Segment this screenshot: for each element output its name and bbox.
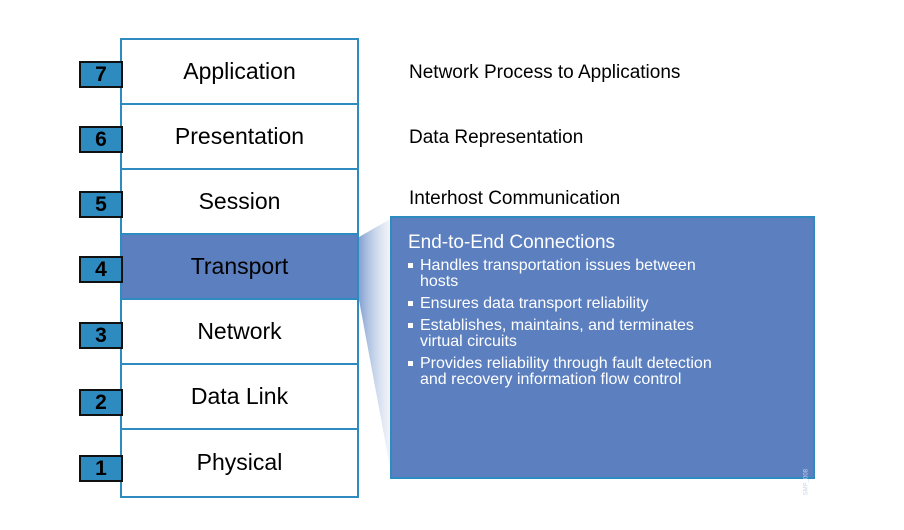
layer-application: Application: [122, 40, 357, 105]
layer-name: Transport: [190, 253, 289, 279]
layer-number-badge: 2: [79, 389, 123, 416]
layer-name: Presentation: [174, 123, 305, 149]
layer-description: Network Process to Applications: [409, 62, 681, 83]
layer-number-badge: 7: [79, 61, 123, 88]
callout-title: End-to-End Connections: [408, 232, 616, 253]
layer-number-badge: 6: [79, 126, 123, 153]
layer-number-badge: 5: [79, 191, 123, 218]
layer-name: Session: [198, 188, 281, 214]
callout-bullet: Provides reliability through fault detec…: [408, 356, 720, 388]
callout-bullet: Establishes, maintains, and terminates v…: [408, 318, 720, 350]
layer-physical: Physical: [122, 430, 357, 495]
layer-data-link: Data Link: [122, 365, 357, 430]
osi-layer-stack: Application Presentation Session Transpo…: [120, 38, 359, 498]
layer-description: Data Representation: [409, 127, 584, 148]
callout-bullet: Ensures data transport reliability: [408, 296, 720, 312]
layer-name: Data Link: [190, 383, 289, 409]
layer-number-badge: 4: [79, 256, 123, 283]
figure-code: SMP_008: [803, 469, 809, 496]
layer-network: Network: [122, 300, 357, 365]
layer-name: Network: [197, 318, 282, 344]
layer-number-badge: 3: [79, 322, 123, 349]
transport-callout: End-to-End Connections Handles transport…: [390, 216, 815, 495]
callout-bullet: Handles transportation issues between ho…: [408, 258, 720, 290]
callout-bullet-list: Handles transportation issues between ho…: [408, 258, 799, 388]
layer-number-badge: 1: [79, 455, 123, 482]
layer-session: Session: [122, 170, 357, 235]
layer-name: Application: [183, 58, 296, 84]
layer-description: Interhost Communication: [409, 188, 621, 209]
layer-transport: Transport: [122, 235, 357, 300]
layer-presentation: Presentation: [122, 105, 357, 170]
layer-name: Physical: [196, 449, 283, 475]
